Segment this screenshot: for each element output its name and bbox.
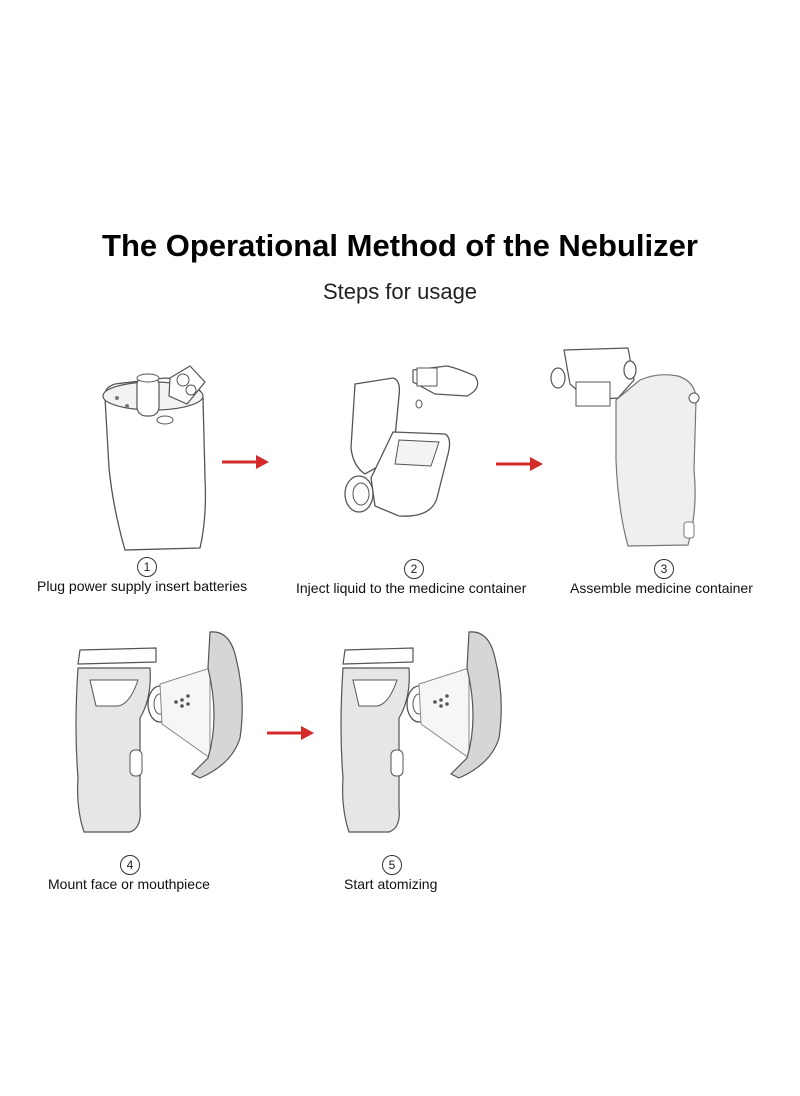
step-5-number: 5 (382, 855, 402, 875)
step-4-number: 4 (120, 855, 140, 875)
step-1-illustration (95, 358, 220, 553)
step-4-label: Mount face or mouthpiece (48, 876, 210, 892)
page-subtitle: Steps for usage (0, 279, 800, 305)
step-1-label: Plug power supply insert batteries (37, 578, 247, 594)
step-3-illustration (548, 340, 708, 552)
step-2-label: Inject liquid to the medicine container (296, 580, 526, 596)
step-3-label: Assemble medicine container (570, 580, 753, 596)
step-4-illustration (70, 628, 255, 834)
step-1-number: 1 (137, 557, 157, 577)
step-3-number: 3 (654, 559, 674, 579)
step-5-illustration (335, 628, 520, 834)
step-arrow-4-5 (265, 723, 315, 748)
step-2-illustration (335, 348, 485, 528)
step-5-label: Start atomizing (344, 876, 437, 892)
step-arrow-1-2 (220, 452, 270, 477)
page-title: The Operational Method of the Nebulizer (0, 228, 800, 264)
step-2-number: 2 (404, 559, 424, 579)
step-arrow-2-3 (494, 454, 544, 479)
